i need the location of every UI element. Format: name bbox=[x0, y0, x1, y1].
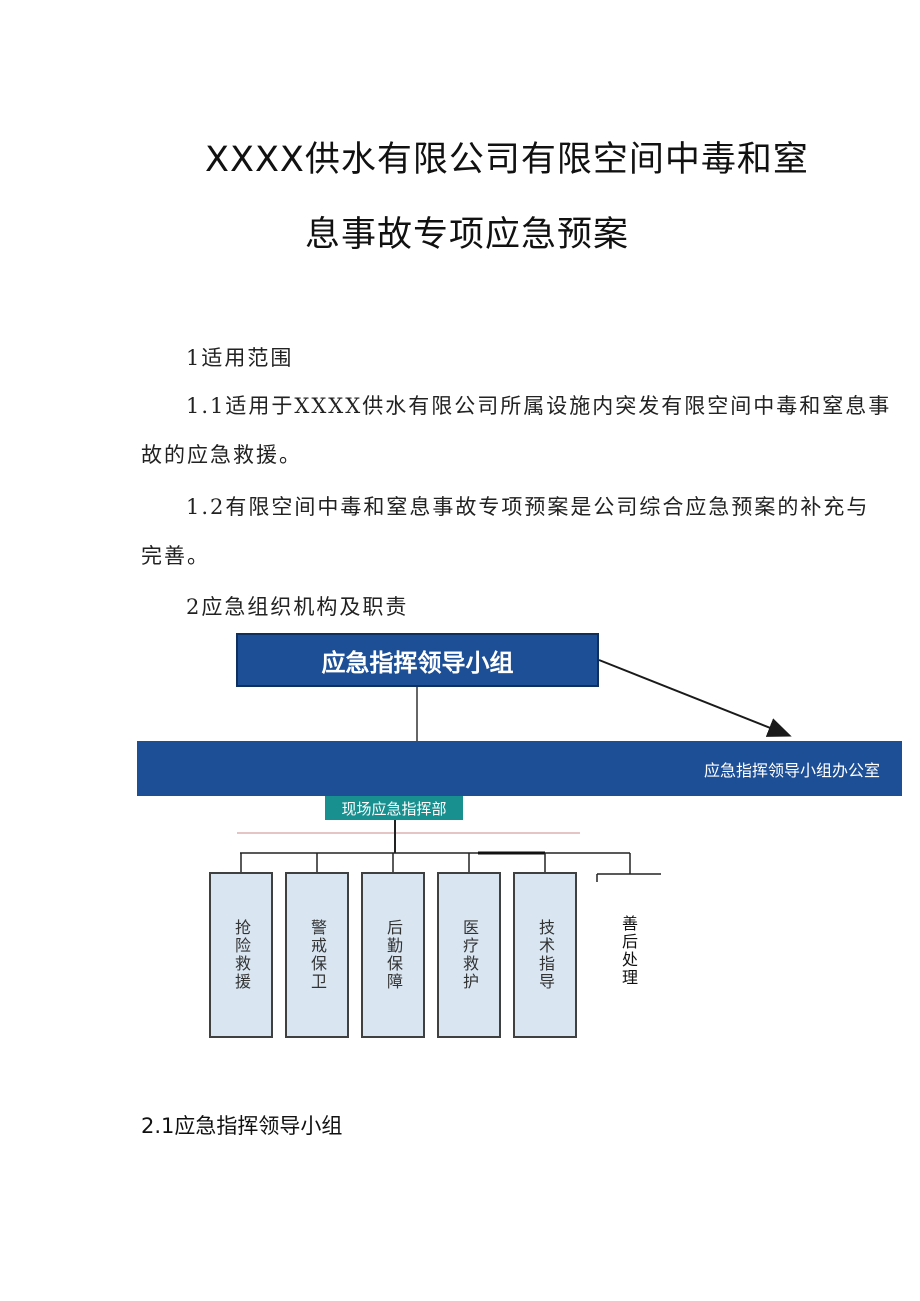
unit-medical-label: 医疗救护 bbox=[460, 919, 479, 991]
site-command-box: 现场应急指挥部 bbox=[325, 796, 463, 820]
unit-rescue-label: 抢险救援 bbox=[232, 919, 251, 991]
section-1-heading: 1适用范围 bbox=[186, 346, 294, 370]
unit-security: 警戒保卫 bbox=[285, 872, 349, 1038]
unit-logistics: 后勤保障 bbox=[361, 872, 425, 1038]
document-title-line-2: 息事故专项应急预案 bbox=[305, 215, 630, 255]
unit-aftermath: 善后处理 bbox=[616, 915, 640, 987]
unit-aftermath-label: 善后处理 bbox=[619, 915, 638, 987]
leader-group-box: 应急指挥领导小组 bbox=[236, 633, 599, 687]
unit-logistics-label: 后勤保障 bbox=[384, 919, 403, 991]
paragraph-1-1-line-1: 1.1适用于XXXX供水有限公司所属设施内突发有限空间中毒和窒息事 bbox=[186, 394, 892, 418]
section-2-heading: 2应急组织机构及职责 bbox=[186, 595, 409, 619]
unit-security-label: 警戒保卫 bbox=[308, 919, 327, 991]
leader-to-office-arrow bbox=[598, 659, 792, 737]
paragraph-1-1-line-2: 故的应急救援。 bbox=[141, 443, 302, 467]
unit-technical-label: 技术指导 bbox=[536, 919, 555, 991]
unit-medical: 医疗救护 bbox=[437, 872, 501, 1038]
office-band: 应急指挥领导小组办公室 bbox=[137, 741, 902, 796]
paragraph-1-2-line-2: 完善。 bbox=[141, 544, 210, 568]
unit-technical: 技术指导 bbox=[513, 872, 577, 1038]
document-title-line-1: XXXX供水有限公司有限空间中毒和窒 bbox=[205, 140, 809, 180]
office-label: 应急指挥领导小组办公室 bbox=[703, 761, 880, 780]
unit-rescue: 抢险救援 bbox=[209, 872, 273, 1038]
paragraph-1-2-line-1: 1.2有限空间中毒和窒息事故专项预案是公司综合应急预案的补充与 bbox=[186, 495, 870, 519]
section-2-1-heading: 2.1应急指挥领导小组 bbox=[141, 1114, 343, 1138]
